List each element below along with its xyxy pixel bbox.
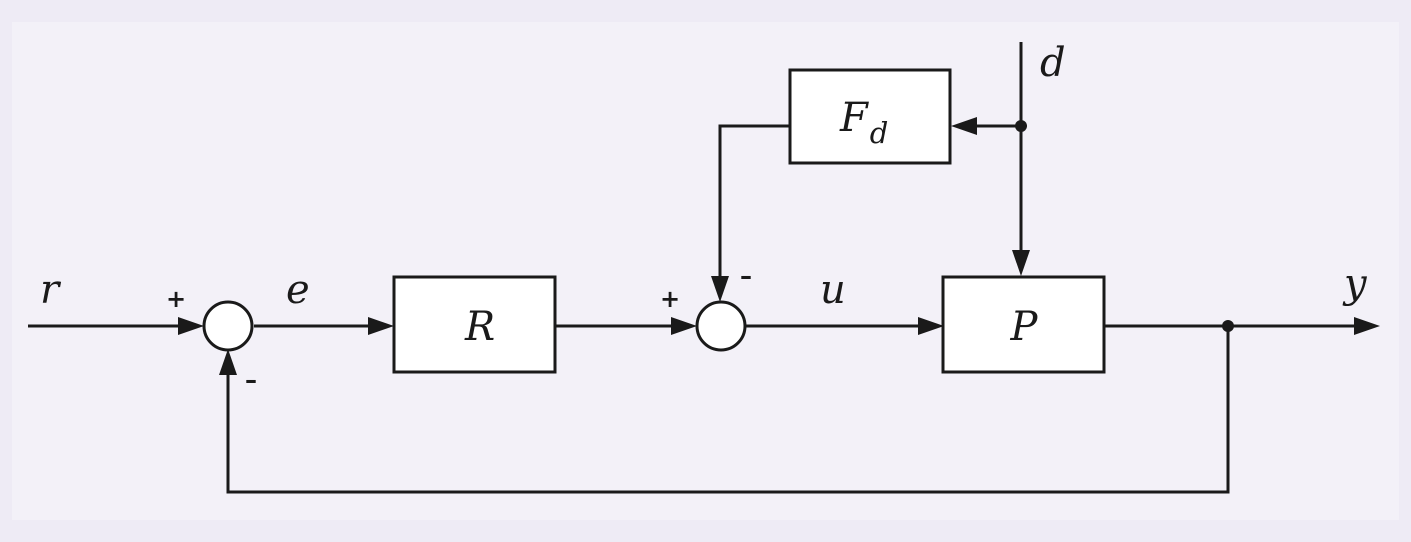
arrow-feedback-into-sum-1 <box>219 349 237 375</box>
controller-block <box>392 275 557 374</box>
feedforward-block <box>788 68 952 165</box>
output-signal-label: y <box>1342 261 1368 307</box>
arrow-into-sum-2 <box>671 317 697 335</box>
feedforward-label-subscript: d <box>870 116 889 150</box>
plant-block <box>941 275 1106 374</box>
plant-label: P <box>1010 304 1039 350</box>
reference-signal-label: r <box>40 267 62 313</box>
signal-wires <box>28 42 1365 494</box>
wire-feedforward-out <box>718 124 790 282</box>
summing-junction-1 <box>202 300 254 352</box>
arrowheads <box>178 117 1380 375</box>
sum-2-minus-sign: – <box>740 262 752 290</box>
sum-2-plus-sign: + <box>660 285 680 313</box>
arrow-feedforward-into-sum-2 <box>711 276 729 302</box>
output-branch-point <box>1222 320 1234 332</box>
arrow-disturbance-into-plant <box>1012 250 1030 276</box>
arrow-into-controller <box>368 317 394 335</box>
sum-1-plus-sign: + <box>166 285 186 313</box>
arrow-into-feedforward <box>951 117 977 135</box>
control-signal-label: u <box>820 267 846 313</box>
arrow-output <box>1354 317 1380 335</box>
disturbance-branch-point <box>1015 120 1027 132</box>
controller-label: R <box>464 304 495 350</box>
wire-feedback <box>226 326 1230 494</box>
arrow-into-sum-1 <box>178 317 204 335</box>
feedforward-label: Fd <box>839 95 888 150</box>
disturbance-signal-label: d <box>1040 40 1066 86</box>
error-signal-label: e <box>286 267 310 313</box>
feedforward-label-main: F <box>839 95 869 141</box>
summing-junction-2 <box>695 300 747 352</box>
sum-1-minus-sign: – <box>245 366 257 394</box>
diagram-panel <box>12 22 1399 520</box>
arrow-into-plant <box>918 317 944 335</box>
